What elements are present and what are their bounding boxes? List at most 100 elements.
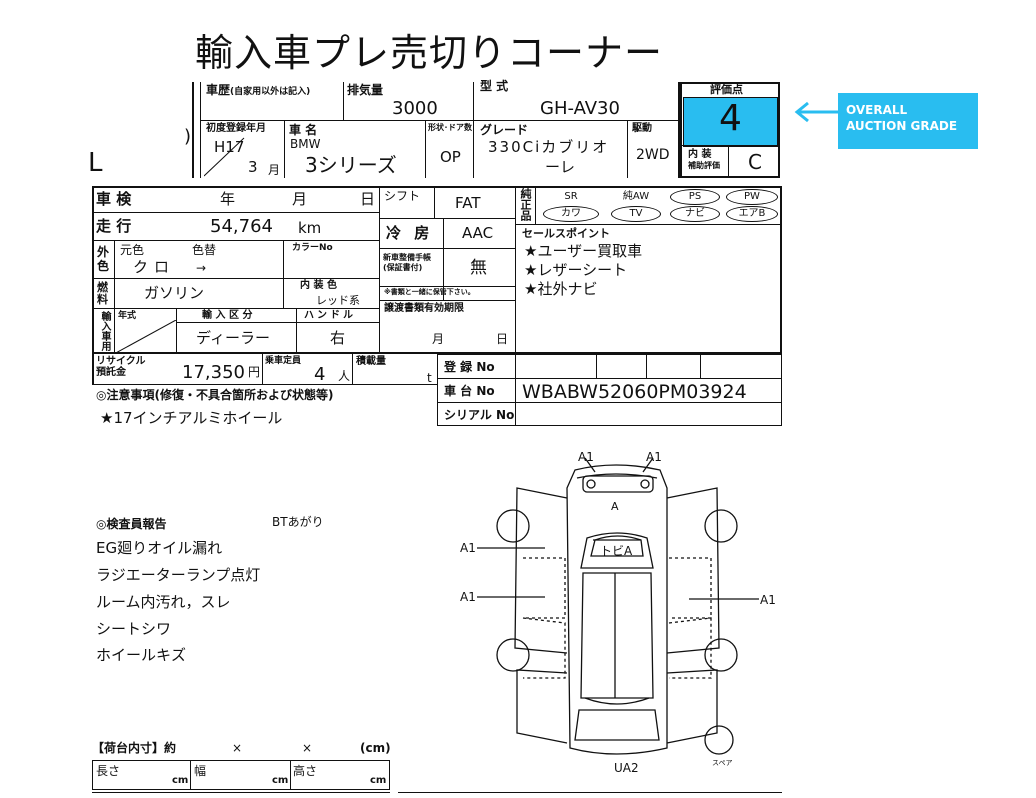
first-reg-era: H17 (214, 138, 245, 156)
import-class-label: 輸 入 区 分 (202, 310, 253, 321)
divider (379, 248, 515, 249)
inspection-day: 日 (360, 190, 376, 208)
inspection-label: 車 検 (96, 190, 132, 208)
divider (434, 186, 435, 218)
overall-grade-callout (838, 93, 978, 149)
load-unit: t (427, 371, 432, 385)
model-name-value: 3シリーズ (305, 153, 397, 177)
diagram-a-hood: A (611, 500, 619, 513)
header-mid-rule (200, 120, 678, 121)
make-value: BMW (290, 137, 321, 151)
divider (379, 186, 380, 354)
month-unit: 月 (268, 163, 281, 177)
inspection-year: 年 (220, 190, 236, 208)
divider (398, 792, 782, 793)
equipment-power-windows: PW (726, 189, 778, 205)
drive-label: 駆動 (632, 123, 652, 134)
score-value: 4 (719, 98, 742, 139)
cargo-height-label: 高さ (293, 764, 318, 778)
divider (515, 186, 516, 354)
diagram-tobi-a: トビA (600, 544, 633, 558)
manual-label: 新車整備手帳(保証書付) (383, 253, 431, 272)
equipment-navi: ナビ (670, 206, 720, 222)
score-box (680, 82, 780, 178)
header-left-rule (192, 82, 194, 178)
name-label: 車 名 (289, 123, 318, 137)
import-form-slash (114, 320, 176, 354)
divider (262, 354, 263, 384)
capacity-unit: 人 (338, 369, 351, 383)
model-label: 型 式 (480, 79, 509, 93)
recycle-label: リサイクル預託金 (96, 356, 146, 378)
left-letter-mark: L (88, 148, 103, 178)
divider (290, 760, 291, 790)
cargo-x2: × (302, 741, 313, 755)
first-reg-month: 3 (248, 158, 258, 176)
page-title: 輸入車プレ売切りコーナー (195, 31, 664, 75)
cargo-length-unit: cm (172, 775, 189, 786)
divider (284, 120, 285, 178)
color-label: 外色 (97, 245, 110, 273)
load-label: 積載量 (356, 356, 386, 367)
divider (92, 278, 379, 279)
handle-label: ハンドル (304, 310, 356, 321)
inspector-battery: BTあがり (272, 515, 324, 529)
inspector-item-3: ルーム内汚れ，スレ (96, 593, 231, 611)
color-change-value: → (196, 261, 207, 275)
cargo-table (92, 760, 390, 790)
inspector-item-1: EG廻りオイル漏れ (96, 539, 223, 557)
import-class-value: ディーラー (196, 329, 270, 347)
aircon-value: AAC (462, 224, 494, 242)
color-orig-value: クロ (133, 258, 176, 276)
divider (92, 384, 437, 385)
grade-label: グレード (480, 123, 529, 137)
divider (92, 240, 379, 241)
divider (437, 402, 782, 403)
handle-value: 右 (330, 329, 346, 347)
callout-arrow-icon (794, 101, 840, 123)
fuel-value: ガソリン (144, 284, 205, 302)
mileage-unit: km (298, 219, 322, 237)
divider (596, 354, 597, 378)
displacement-label: 排気量 (347, 83, 384, 97)
divider (535, 186, 536, 224)
cargo-title: 【荷台内寸】約 (92, 741, 177, 755)
color-orig-label: 元色 (120, 243, 145, 257)
shape-value: OP (440, 148, 461, 166)
notes-item: ★17インチアルミホイール (100, 409, 283, 427)
equipment-power-steering: PS (670, 189, 720, 205)
divider (443, 218, 444, 300)
divider (379, 300, 515, 301)
manual-note: ※書類と一緒に保管下さい。 (384, 288, 475, 296)
equipment-airbag: エアB (726, 206, 778, 222)
history-label: 車歴(自家用以外は記入) (206, 83, 311, 97)
cargo-x1: × (232, 741, 243, 755)
diagram-a1-top-right: A1 (646, 450, 662, 464)
capacity-label: 乗車定員 (265, 356, 302, 366)
callout-line2: AUCTION GRADE (846, 119, 958, 133)
divider (176, 308, 177, 354)
cargo-length-label: 長さ (96, 764, 121, 778)
divider (114, 240, 115, 354)
divider (283, 240, 284, 308)
shape-label: 形状･ドア数 (428, 123, 472, 132)
diagram-spare-label: スペア (712, 759, 733, 767)
reg-no-label: 登 録 No (444, 360, 495, 374)
interior-label: 内 装補助評価 (688, 149, 720, 170)
drive-value: 2WD (636, 147, 670, 163)
transfer-month: 月 (432, 332, 445, 346)
left-paren-mark: ) (184, 126, 192, 147)
capacity-value: 4 (314, 364, 326, 385)
divider (682, 145, 778, 146)
divider (379, 218, 515, 219)
divider (92, 308, 379, 309)
cargo-unit: (cm) (360, 741, 391, 755)
interior-grade: C (748, 150, 762, 174)
diagram-a1-left-2: A1 (460, 590, 476, 604)
divider (92, 792, 390, 793)
equipment-alloy-wheels: 純AW (622, 191, 650, 202)
displacement-value: 3000 (392, 98, 438, 119)
inspector-item-2: ラジエーターランプ点灯 (96, 566, 261, 584)
divider (678, 82, 680, 178)
sales-point-2: ★レザーシート (524, 261, 628, 279)
